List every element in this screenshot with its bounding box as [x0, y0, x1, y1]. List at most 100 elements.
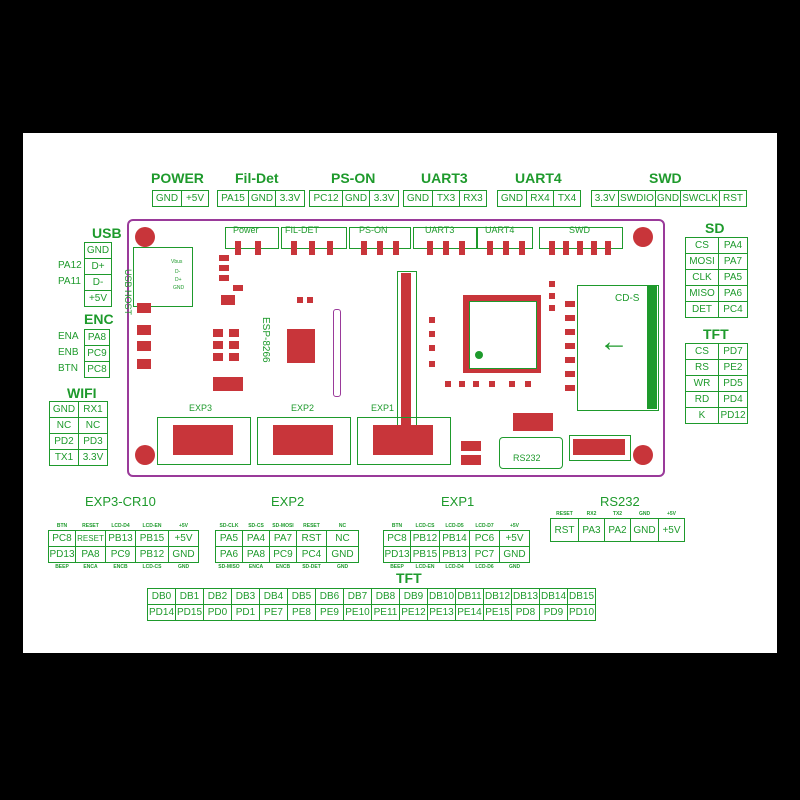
tft-pin: PE12 — [399, 604, 428, 621]
pin-pad — [487, 241, 493, 255]
tft-pin: PE11 — [371, 604, 400, 621]
exp3-bottom-label: ENCB — [113, 564, 128, 570]
exp1-top-label: LCD-D7 — [475, 523, 494, 529]
smd-pad — [565, 357, 575, 363]
exp3-pin: PC9 — [105, 546, 136, 563]
smd-pad — [229, 353, 239, 361]
sd-pin: CLK — [685, 269, 719, 286]
exp1-pin: PB15 — [410, 546, 440, 563]
smd-pad — [307, 297, 313, 303]
sd-card-edge — [647, 285, 657, 409]
usb-pin: D+ — [84, 258, 112, 275]
tft-data-bit: DB9 — [399, 588, 428, 605]
enc-pins: PA8 PC9 PC8 — [84, 329, 110, 378]
sd-pin: PC4 — [718, 301, 748, 318]
smd-pad — [213, 329, 223, 337]
uart3-pin: GND — [403, 190, 433, 207]
sd-pin: MOSI — [685, 253, 719, 270]
tft-data-bit: DB6 — [315, 588, 344, 605]
sd-pin: PA6 — [718, 285, 748, 302]
exp1-bottom-label: LCD-D4 — [445, 564, 464, 570]
exp3-pin: +5V — [168, 530, 199, 547]
swd-pin: 3.3V — [591, 190, 619, 207]
wifi-pin: NC — [78, 417, 108, 434]
tft-right-pin: WR — [685, 375, 719, 392]
wifi-pin: RX1 — [78, 401, 108, 418]
rs232-pin: RST — [550, 518, 579, 542]
exp1-bottom-label: BEEP — [390, 564, 404, 570]
exp2-pads — [273, 425, 333, 455]
wifi-pin: TX1 — [49, 449, 79, 466]
rs232-pin: +5V — [658, 518, 685, 542]
exp-label: EXP2 — [291, 403, 315, 413]
exp2-pin: NC — [326, 530, 359, 547]
tft-right-pin: K — [685, 407, 719, 424]
rs232-pins: RESET RX2 TX2 GND +5V RST PA3 PA2 GND +5… — [550, 510, 685, 542]
enc-side-label: BTN — [58, 363, 78, 374]
uart4-pin: GND — [497, 190, 527, 207]
smd-pad — [565, 371, 575, 377]
conn-label: Power — [233, 225, 259, 235]
exp1-pads — [373, 425, 433, 455]
exp2-pin: RST — [296, 530, 327, 547]
enc-pin: PC9 — [84, 345, 110, 362]
tft-data-bit: DB12 — [483, 588, 512, 605]
tft-pin: PD15 — [175, 604, 204, 621]
power-connector — [225, 227, 279, 249]
exp1-pin: PD13 — [383, 546, 411, 563]
usb-pin: GND — [84, 242, 112, 259]
fildet-title: Fil-Det — [235, 170, 279, 186]
exp2-top-label: SD-CLK — [219, 523, 239, 529]
usb-side-label: PA11 — [58, 276, 81, 287]
usb-host-label: USB HOST — [123, 269, 133, 316]
swd-pin: RST — [719, 190, 747, 207]
tft-data-bit: DB3 — [231, 588, 260, 605]
exp1-pin: GND — [499, 546, 530, 563]
smd-pad — [213, 353, 223, 361]
tft-right-pin: PD7 — [718, 343, 748, 360]
uart3-title: UART3 — [421, 170, 468, 186]
pin-pad — [519, 241, 525, 255]
smd-pad — [219, 255, 229, 261]
usb-side-label: PA12 — [58, 260, 82, 271]
fildet-pin: GND — [248, 190, 276, 207]
exp1-pin: PC6 — [469, 530, 500, 547]
mounting-hole — [633, 445, 653, 465]
exp3-pin: PC8 — [48, 530, 76, 547]
enc-side-label: ENA — [58, 331, 79, 342]
exp3-pin: PB13 — [105, 530, 136, 547]
smd-pad — [565, 343, 575, 349]
exp3-bottom-label: BEEP — [55, 564, 69, 570]
tft-bottom-title: TFT — [396, 570, 422, 586]
tft-right-pin: CS — [685, 343, 719, 360]
pad — [137, 359, 151, 369]
exp2-top-label: SD-MOSI — [272, 523, 294, 529]
tft-right-pin: PE2 — [718, 359, 748, 376]
pad — [137, 341, 151, 351]
exp3-pads — [173, 425, 233, 455]
tft-pin: PD8 — [511, 604, 540, 621]
tft-pin: PD9 — [539, 604, 568, 621]
sd-pin: PA5 — [718, 269, 748, 286]
pin-pad — [309, 241, 315, 255]
exp1-pin: PB14 — [439, 530, 470, 547]
exp2-bottom-label: SD-DET — [302, 564, 321, 570]
exp1-bottom-label: LCD-D6 — [475, 564, 494, 570]
exp2-top-label: RESET — [303, 523, 320, 529]
tft-pin: PD0 — [203, 604, 232, 621]
sd-insert-arrow-icon: ← — [599, 325, 629, 358]
smd-pad — [459, 381, 465, 387]
exp1-title: EXP1 — [441, 494, 475, 509]
pad — [137, 325, 151, 335]
rs232-top-label: TX2 — [612, 511, 623, 517]
smd-pad — [219, 275, 229, 281]
exp3-title: EXP3-CR10 — [85, 494, 156, 509]
smd-pad — [445, 381, 451, 387]
smd-pad — [565, 385, 575, 391]
tft-right-pin: RD — [685, 391, 719, 408]
enc-title: ENC — [84, 311, 114, 327]
exp3-pin: GND — [168, 546, 199, 563]
exp2-pin: PA5 — [215, 530, 243, 547]
